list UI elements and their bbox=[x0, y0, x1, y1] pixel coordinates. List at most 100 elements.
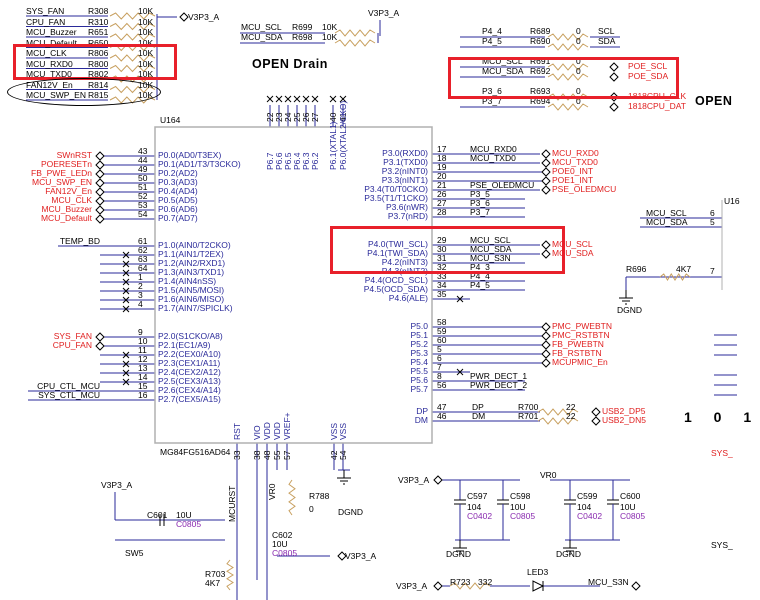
right-scl-label: MCU_SCL bbox=[646, 208, 687, 218]
chip-right-net-label: P4_5 bbox=[470, 280, 490, 290]
chip-left-pin-name: P2.1(EC1/A9) bbox=[158, 340, 211, 350]
chip-left-pin-name: P2.4(CEX2/A12) bbox=[158, 367, 221, 377]
top-left-res-ref: R650 bbox=[88, 37, 109, 48]
chip-left-pin-num: 13 bbox=[138, 363, 148, 373]
chip-part-label: MG84FG516AD64 bbox=[160, 447, 231, 457]
rail-port-icon bbox=[337, 551, 347, 561]
mcurst-label: MCURST bbox=[227, 485, 237, 522]
top-left-res-ref: R800 bbox=[88, 58, 109, 69]
chip-left-pin-num: 10 bbox=[138, 336, 148, 346]
chip-right-pin-name: P3.1(TXD0) bbox=[383, 157, 428, 167]
chip-right-port-icon bbox=[541, 322, 551, 332]
chip-left-pin-num: 12 bbox=[138, 354, 148, 364]
top-right-net-label: P4_5 bbox=[482, 36, 502, 46]
cap-ref: C600 bbox=[620, 491, 641, 501]
chip-bottom-pin-num: 54 bbox=[338, 450, 348, 460]
no-connect-icon bbox=[293, 95, 301, 103]
chip-right-pin-name: P4.6(ALE) bbox=[388, 293, 428, 303]
top-mid-resistor bbox=[334, 39, 376, 47]
chip-left-port-icon bbox=[95, 187, 105, 197]
chip-right-port-icon bbox=[541, 340, 551, 350]
right-sys2: SYS_ bbox=[711, 540, 733, 550]
right-pin7: 7 bbox=[710, 266, 715, 276]
chip-left-pin-num: 11 bbox=[138, 345, 147, 355]
no-connect-icon bbox=[275, 95, 283, 103]
chip-right-pin-name: DM bbox=[414, 415, 428, 425]
top-right-res-val: 0 bbox=[576, 96, 581, 106]
bottom-rail-label-mid: V3P3_A bbox=[345, 551, 377, 561]
top-right-res-val: 0 bbox=[576, 26, 581, 36]
vr0-caps-label: VR0 bbox=[540, 470, 557, 480]
r696-val: 4K7 bbox=[676, 264, 692, 274]
chip-left-pin-name: P2.3(CEX1/A11) bbox=[158, 358, 221, 368]
no-connect-icon bbox=[122, 251, 130, 259]
chip-left-pin-num: 64 bbox=[138, 263, 148, 273]
top-right-net-label: P4_4 bbox=[482, 26, 502, 36]
u16-ref: U16 bbox=[724, 196, 740, 206]
chip-left-net-label: MCU_CLK bbox=[51, 195, 92, 205]
top-right-resistor bbox=[547, 103, 589, 111]
dgnd-label-caps1: DGND bbox=[446, 549, 472, 559]
cap-pkg: C0402 bbox=[577, 511, 603, 521]
chip-right-port-label: FB_RSTBTN bbox=[552, 348, 602, 358]
chip-right-pin-name: P3.3(nINT1) bbox=[381, 175, 428, 185]
top-right-port-icon bbox=[609, 62, 619, 72]
led-icon bbox=[532, 580, 545, 592]
chip-left-pin-num: 14 bbox=[138, 372, 148, 382]
chip-right-net-label: PSE_OLEDMCU bbox=[470, 180, 535, 190]
top-right-res-ref: R694 bbox=[530, 96, 551, 106]
cap-pkg: C0402 bbox=[467, 511, 493, 521]
no-connect-icon bbox=[122, 260, 130, 268]
chip-right-port-label: MCU_TXD0 bbox=[552, 157, 598, 167]
chip-right-port-label: USB2_DN5 bbox=[602, 415, 646, 425]
r788-val: 0 bbox=[309, 504, 314, 514]
chip-left-pin-num: 52 bbox=[138, 191, 148, 201]
sw5-label: SW5 bbox=[125, 548, 144, 558]
chip-right-port-icon bbox=[541, 185, 551, 195]
top-right-res-val: 0 bbox=[576, 56, 581, 66]
chip-right-res-ref: R701 bbox=[518, 411, 539, 421]
chip-right-res-val: 22 bbox=[566, 402, 576, 412]
mcu-s3n-label: MCU_S3N bbox=[588, 577, 629, 587]
chip-right-port-label: PMC_PWEBTN bbox=[552, 321, 612, 331]
chip-left-net-label: MCU_SWP_EN bbox=[32, 177, 92, 187]
chip-left-pin-name: P0.1(AD1/T3/T3CKO) bbox=[158, 159, 241, 169]
r703-val: 4K7 bbox=[205, 578, 221, 588]
chip-right-resistor bbox=[537, 417, 579, 425]
top-right-out-label: SDA bbox=[598, 36, 616, 46]
cap-val: 104 bbox=[467, 502, 482, 512]
chip-left-pin-name: P0.0(AD0/T3EX) bbox=[158, 150, 222, 160]
chip-bottom-pin-num: 55 bbox=[272, 450, 282, 460]
chip-right-port-icon bbox=[541, 176, 551, 186]
chip-right-pin-num: 18 bbox=[437, 153, 447, 163]
no-connect-icon bbox=[266, 95, 274, 103]
chip-left-port-icon bbox=[95, 151, 105, 161]
dgnd-label-vss: DGND bbox=[338, 507, 364, 517]
cap-pkg: C0805 bbox=[620, 511, 646, 521]
chip-right-port-icon bbox=[541, 249, 551, 259]
chip-right-port-label: FB_PWEBTN bbox=[552, 339, 604, 349]
chip-bottom-pin-name: VDD bbox=[262, 422, 272, 440]
top-left-res-ref: R310 bbox=[88, 16, 109, 27]
chip-right-pin-name: P4.0(TWI_SCL) bbox=[368, 239, 428, 249]
top-left-net-label: MCU_CLK bbox=[26, 48, 67, 58]
chip-right-net-label: P4_3 bbox=[470, 262, 490, 272]
chip-right-net-label: MCU_RXD0 bbox=[470, 144, 517, 154]
chip-right-port-label: PMC_RSTBTN bbox=[552, 330, 610, 340]
top-right-out-label: SCL bbox=[598, 26, 615, 36]
chip-left-pin-name: P1.2(AIN2/RXD1) bbox=[158, 258, 226, 268]
top-right-res-ref: R690 bbox=[530, 36, 551, 46]
top-right-net-label: P3_7 bbox=[482, 96, 502, 106]
chip-left-port-icon bbox=[95, 160, 105, 170]
chip-right-pin-num: 19 bbox=[437, 162, 447, 172]
top-left-res-val: 10K bbox=[138, 37, 154, 48]
chip-bottom-pin-num: 33 bbox=[232, 450, 242, 460]
chip-left-pin-num: 49 bbox=[138, 164, 148, 174]
chip-left-pin-name: P2.5(CEX3/A13) bbox=[158, 376, 221, 386]
chip-left-pin-name: P0.3(AD3) bbox=[158, 177, 198, 187]
chip-bottom-pin-name: RST bbox=[232, 423, 242, 440]
chip-right-net-label: MCU_S3N bbox=[470, 253, 511, 263]
chip-bottom-pin-num: 38 bbox=[252, 450, 262, 460]
top-right-port-icon bbox=[609, 102, 619, 112]
chip-right-pin-name: P4.4(OCD_SCL) bbox=[364, 275, 428, 285]
